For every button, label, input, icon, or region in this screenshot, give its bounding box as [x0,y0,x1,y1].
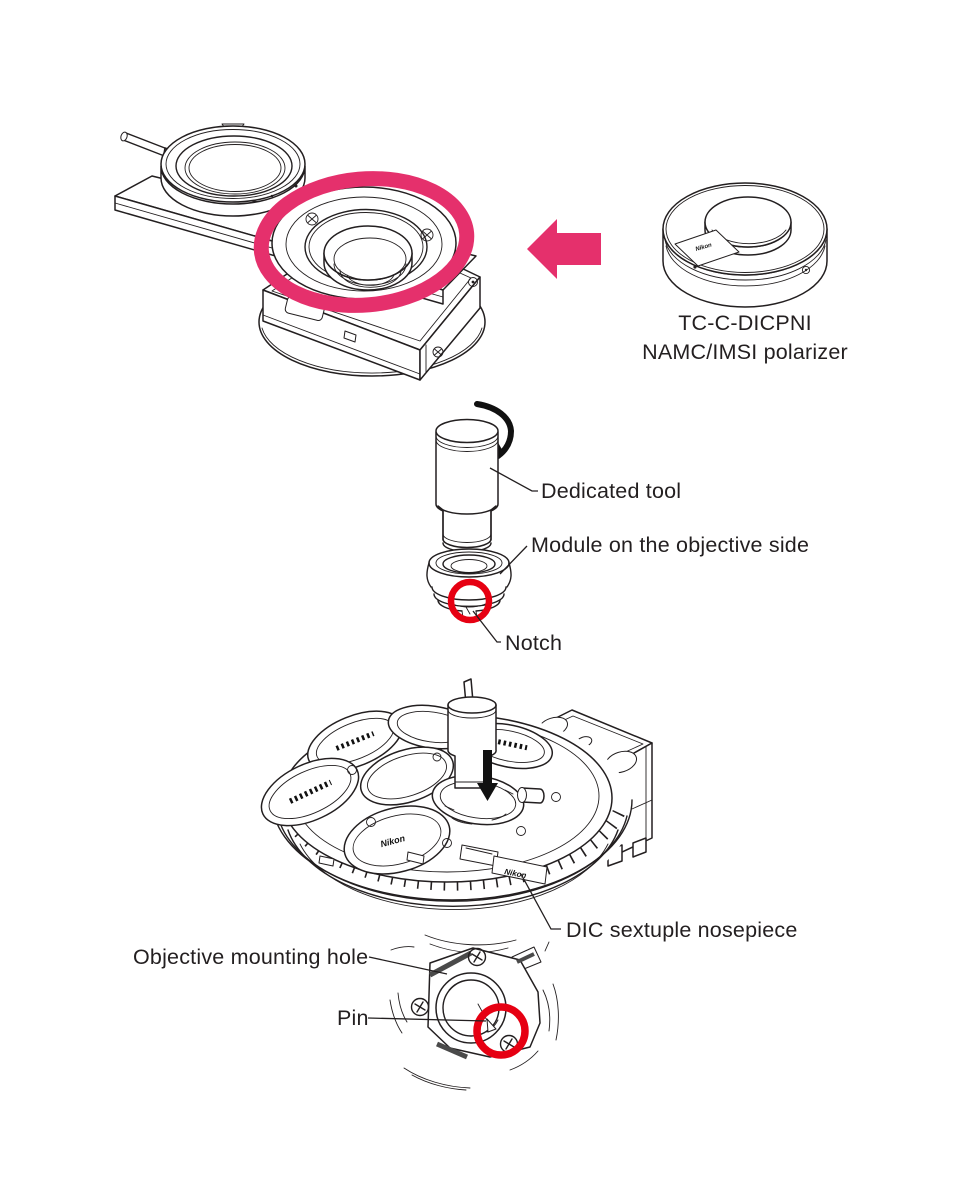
notch-leader-line [472,610,501,643]
notch-highlight-circle [447,578,493,624]
polarizer-mount-highlight-ring [253,171,475,313]
clamp-knob [521,787,545,804]
nosepiece-label: DIC sextuple nosepiece [566,918,797,942]
polarizer-mount-port [271,186,457,300]
nikon-logo: Nikon [504,867,528,880]
filter-port [160,123,306,217]
polarizer-ring-illustration: Nikon [662,182,828,308]
nosepiece-illustration: Nikon N [260,678,653,911]
objective-mounting-hole-label: Objective mounting hole [133,945,368,969]
orientation-pin [486,1018,497,1033]
rotate-arrow-icon [474,401,515,459]
dedicated-tool-leader-line [489,467,538,492]
pin-highlight-circle [473,1003,529,1059]
dedicated-tool-illustration [435,401,515,553]
polarizer-name-line1: TC-C-DICPNI [678,311,812,335]
dedicated-tool-label: Dedicated tool [541,479,681,503]
nosepiece-disc-details [318,752,561,867]
insert-down-arrow-icon [477,750,498,801]
nikon-logo: Nikon [695,242,713,252]
mounting-hole-leader-line [368,956,448,975]
mounting-hole-closeup-illustration [389,934,559,1091]
polarizer-name-line2: NAMC/IMSI polarizer [642,340,848,364]
module-leader-line [499,545,528,575]
insert-direction-arrow-icon [527,219,601,279]
tool-inserted-illustration [431,678,525,826]
module-label: Module on the objective side [531,533,809,557]
nosepiece-leader-line [520,873,561,930]
objective-module-illustration [426,548,512,624]
nikon-front-label [491,855,548,885]
condenser-unit-illustration [114,123,486,381]
pin-leader-line [367,1017,487,1022]
nikon-sticker [674,229,740,267]
notch-label: Notch [505,631,562,655]
slider-rod [120,131,128,142]
pin-label: Pin [337,1006,369,1030]
